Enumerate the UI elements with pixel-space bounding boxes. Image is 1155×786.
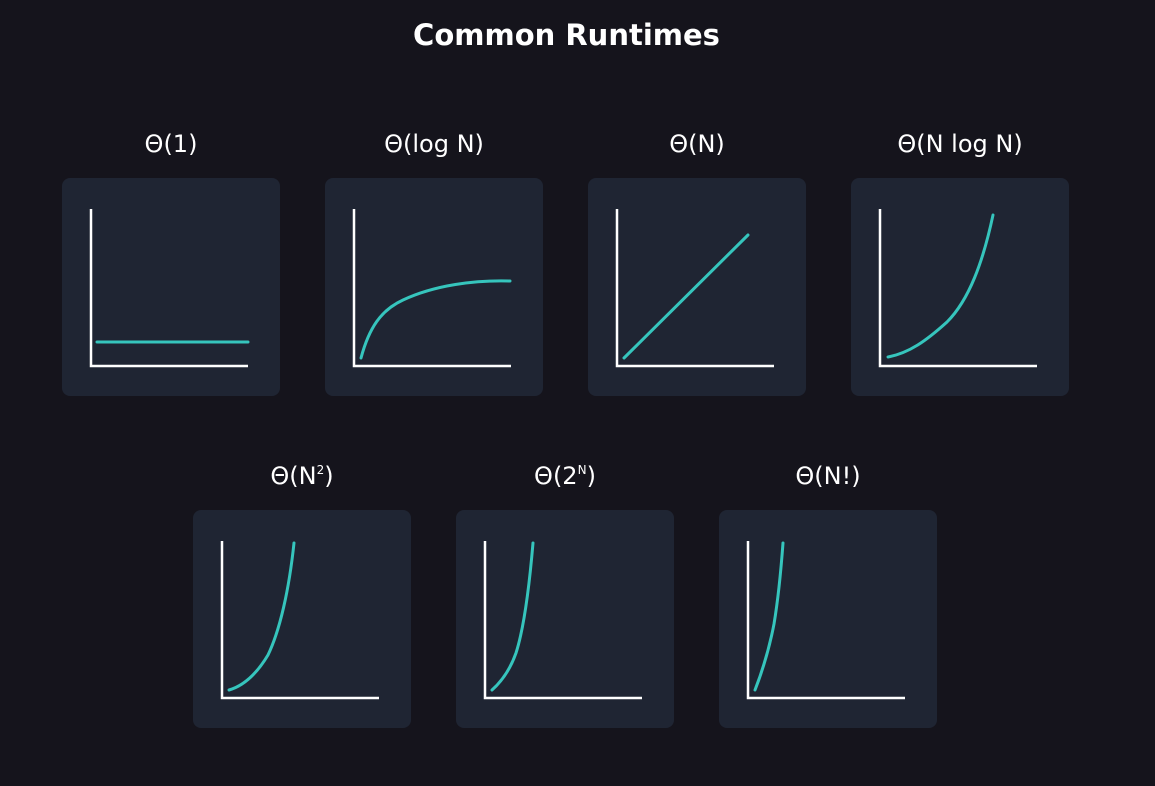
graph-logarithmic [352, 209, 512, 368]
axes [483, 541, 642, 700]
card-linear [588, 178, 806, 396]
curve-logarithmic [359, 279, 512, 360]
curve-linearithmic [886, 213, 995, 359]
graph-linearithmic [878, 209, 1037, 368]
axes [220, 541, 379, 700]
label-linearithmic: Θ(N log N) [897, 130, 1023, 158]
axes [89, 209, 248, 368]
card-exponential [456, 510, 674, 728]
curve-exponential [490, 541, 535, 692]
card-logarithmic [325, 178, 543, 396]
curve-factorial [753, 541, 785, 692]
label-factorial: Θ(N!) [795, 462, 861, 490]
card-quadratic [193, 510, 411, 728]
label-constant: Θ(1) [144, 130, 198, 158]
curve-linear [622, 233, 750, 360]
graph-constant [89, 209, 250, 368]
label-linear: Θ(N) [669, 130, 725, 158]
card-linearithmic [851, 178, 1069, 396]
label-quadratic: Θ(N2) [270, 462, 334, 490]
curve-quadratic [227, 541, 296, 692]
axes [352, 209, 511, 368]
axes [878, 209, 1037, 368]
page-title: Common Runtimes [413, 18, 720, 52]
graph-factorial [746, 541, 905, 700]
axes [746, 541, 905, 700]
label-exponential: Θ(2N) [534, 462, 596, 490]
graph-exponential [483, 541, 642, 700]
card-constant [62, 178, 280, 396]
graph-quadratic [220, 541, 379, 700]
label-logarithmic: Θ(log N) [384, 130, 484, 158]
card-factorial [719, 510, 937, 728]
axes [615, 209, 774, 368]
graph-linear [615, 209, 774, 368]
